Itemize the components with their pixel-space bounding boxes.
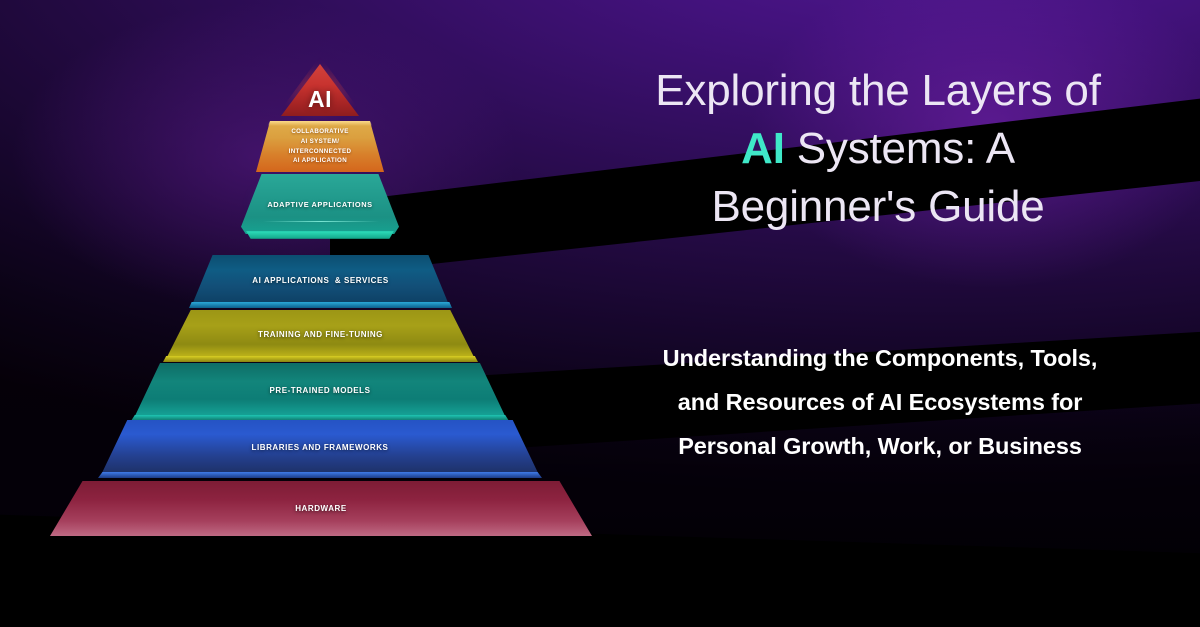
pyramid-tier-adaptive-applications: ADAPTIVE APPLICATIONS xyxy=(241,174,399,234)
subtitle-line-1: Understanding the Components, Tools, xyxy=(662,345,1098,371)
pyramid-tier-training-fine-tuning: TRAINING AND FINE-TUNING xyxy=(166,310,475,359)
tier6-base-edge xyxy=(131,415,509,421)
tier7-base-edge xyxy=(98,472,542,478)
tier3-inner-highlight xyxy=(263,221,379,222)
tier5-label: TRAINING AND FINE-TUNING xyxy=(258,330,383,339)
tier2-label-line3: INTERCONNECTED xyxy=(288,147,352,155)
tier4-base-edge xyxy=(189,302,452,308)
headline-accent-ai: AI xyxy=(741,124,785,174)
tier2-label-line2: AI SYSTEM/ xyxy=(300,137,340,145)
tier4-label: AI APPLICATIONS & SERVICES xyxy=(252,275,389,285)
pyramid-tier-pre-trained-models: PRE-TRAINED MODELS xyxy=(134,363,506,418)
headline-line-2: Systems: A xyxy=(784,124,1015,174)
headline-line-1: Exploring the Layers of xyxy=(655,66,1101,115)
tier5-base-edge xyxy=(163,356,478,362)
tier6-label: PRE-TRAINED MODELS xyxy=(269,386,371,395)
page-subtitle: Understanding the Components, Tools, and… xyxy=(570,336,1190,469)
pyramid-tier-hardware: HARDWARE xyxy=(50,481,592,536)
tier2-label-line4: AI APPLICATION xyxy=(292,157,348,165)
tier2-label-line1: COLLABORATIVE xyxy=(291,128,349,136)
pyramid-tier-libraries-frameworks: LIBRARIES AND FRAMEWORKS xyxy=(101,420,539,475)
tier3-label: ADAPTIVE APPLICATIONS xyxy=(267,199,373,209)
ai-layers-pyramid: AI COLLABORATIVE AI SYSTEM/ INTERCONNECT… xyxy=(0,0,640,560)
pyramid-tier-ai-applications-services: AI APPLICATIONS & SERVICES xyxy=(192,255,449,305)
page-title: Exploring the Layers of AI Systems: A Be… xyxy=(598,62,1158,236)
tier8-label: HARDWARE xyxy=(295,504,347,513)
headline-line-3: Beginner's Guide xyxy=(711,182,1045,232)
subtitle-line-2: and Resources of AI Ecosystems for xyxy=(677,389,1083,416)
pyramid-tier-collaborative-ai: COLLABORATIVE AI SYSTEM/ INTERCONNECTED … xyxy=(256,121,384,172)
apex-label: AI xyxy=(308,86,332,112)
tier2-label-group: COLLABORATIVE AI SYSTEM/ INTERCONNECTED … xyxy=(289,127,352,165)
tier3-base-edge xyxy=(246,231,394,239)
subtitle-line-3: Personal Growth, Work, or Business xyxy=(678,433,1082,460)
tier2-top-highlight xyxy=(267,121,373,126)
pyramid-tier-apex: AI xyxy=(281,64,359,116)
tier7-label: LIBRARIES AND FRAMEWORKS xyxy=(251,443,389,452)
